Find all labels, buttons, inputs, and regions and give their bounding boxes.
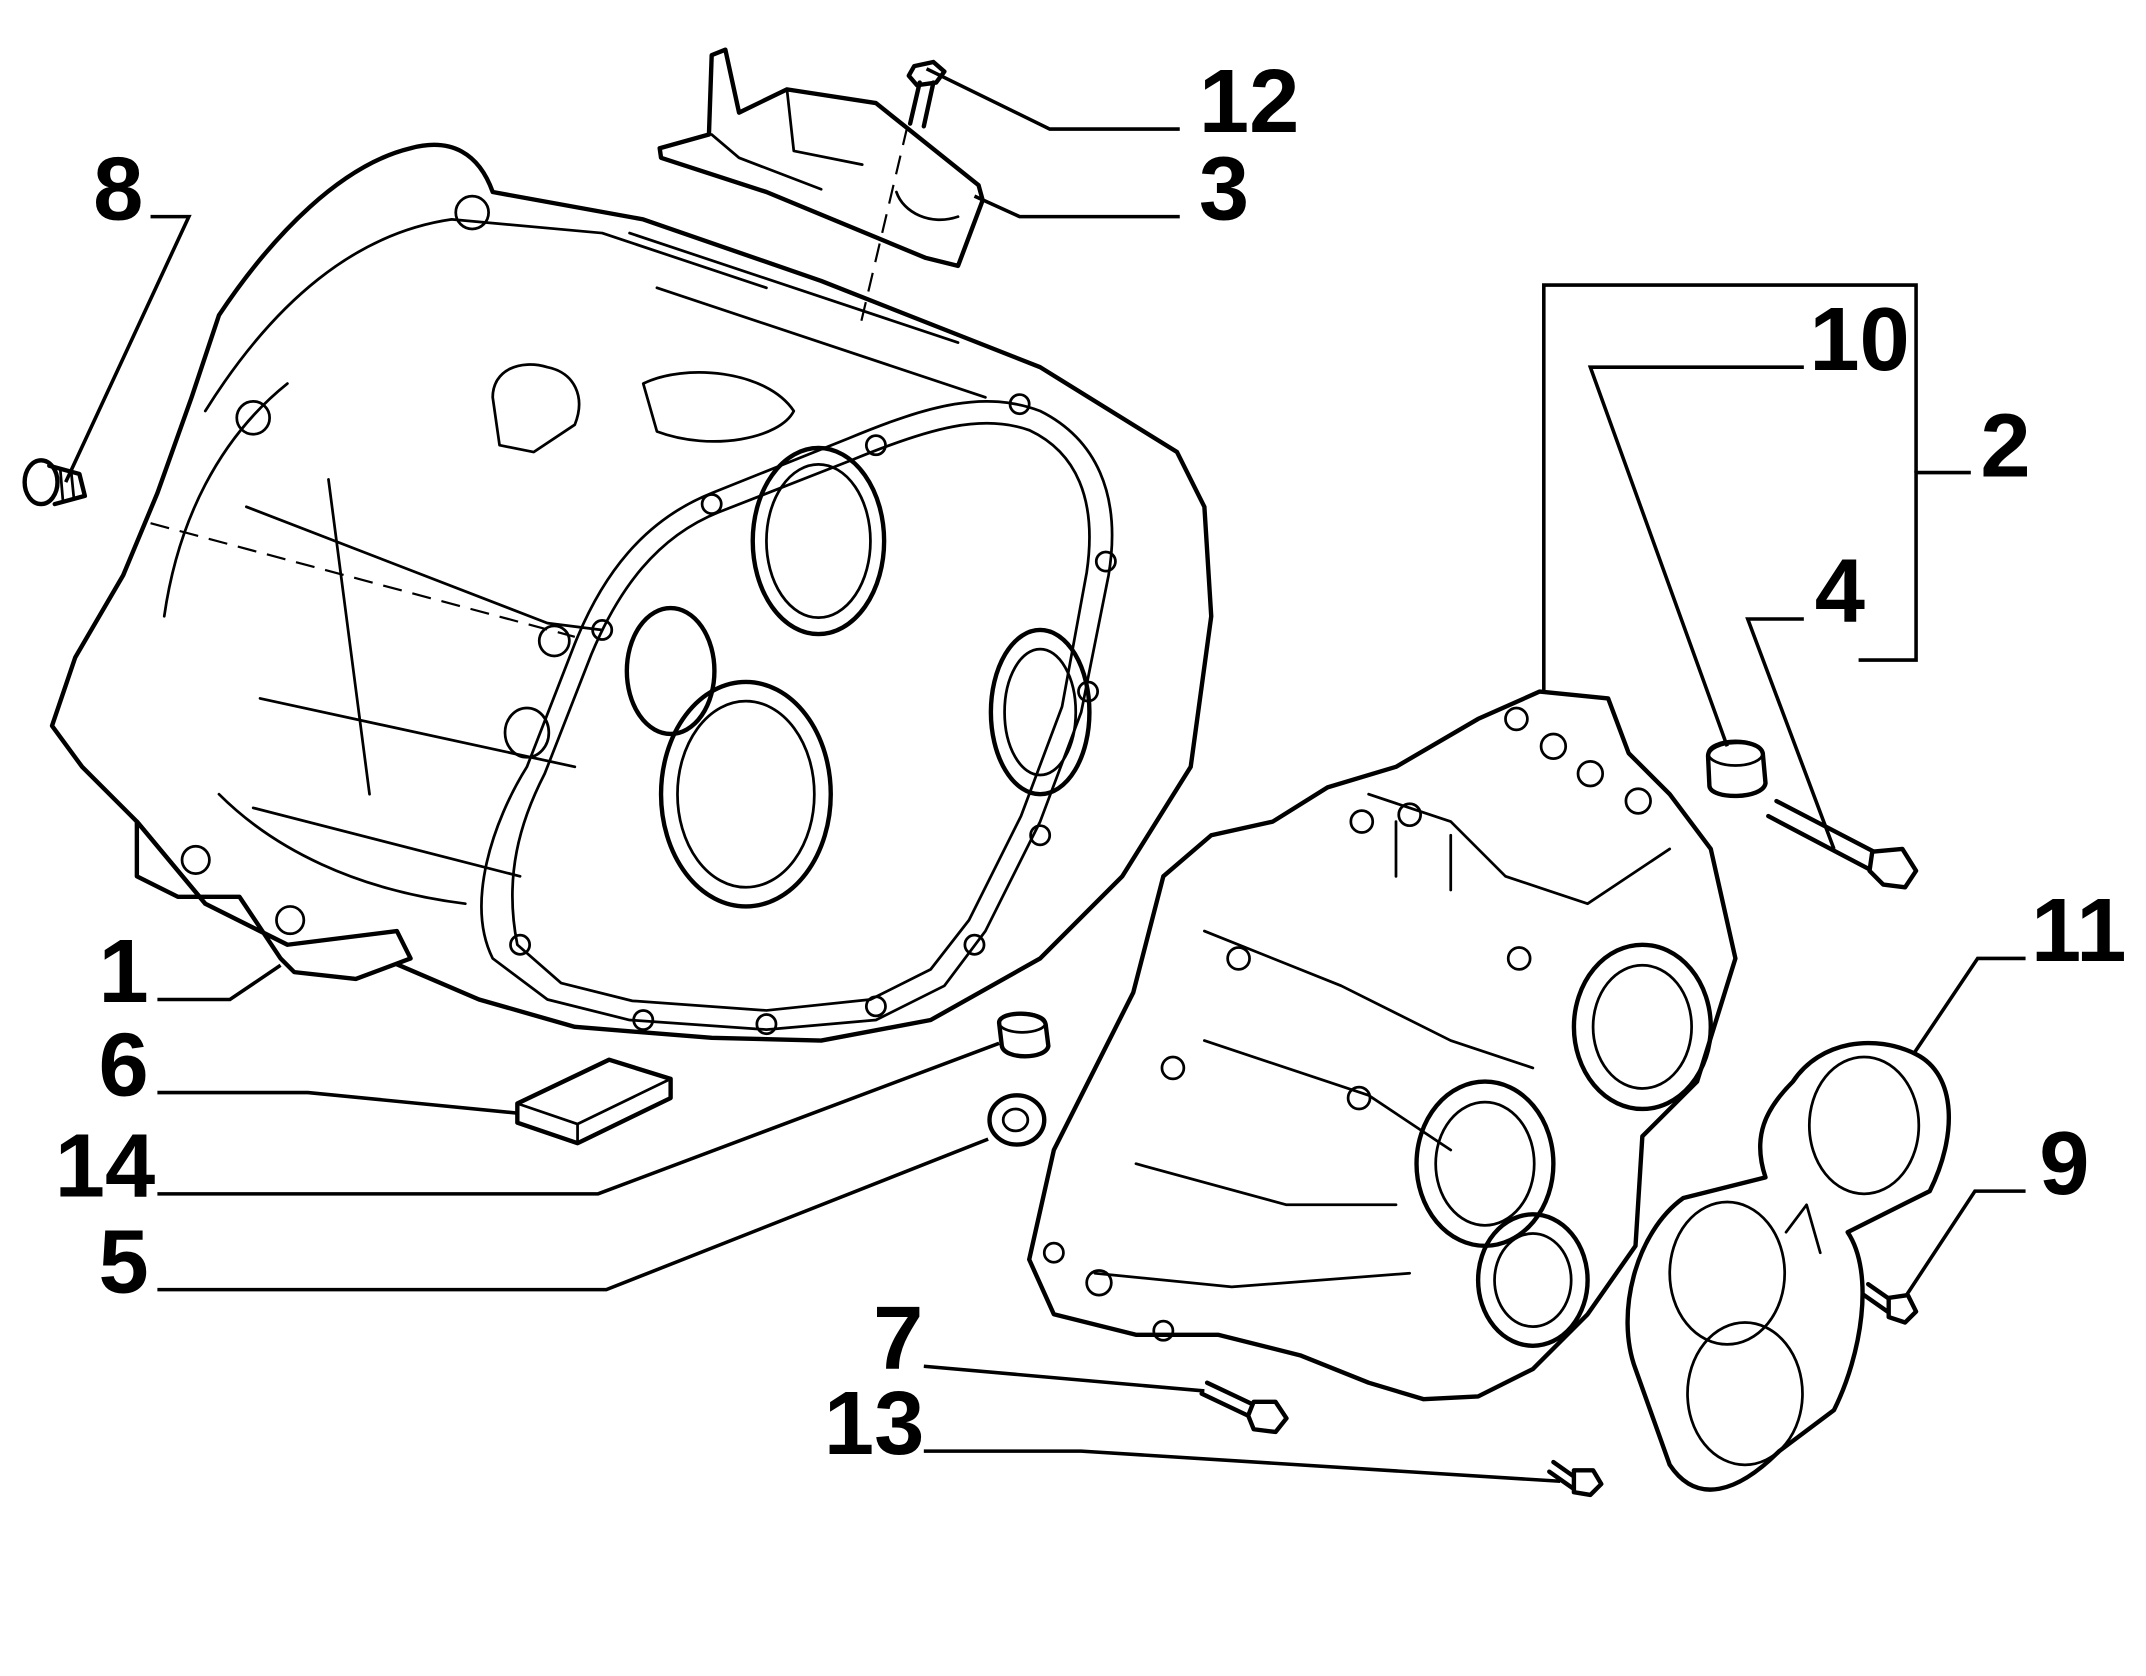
leader-1 xyxy=(157,963,282,1002)
gearbox-housing xyxy=(49,142,1214,1043)
callout-2: 2 xyxy=(1980,396,2030,497)
cover-screw xyxy=(1547,1459,1604,1498)
leader-8 xyxy=(64,214,192,483)
leader-3 xyxy=(973,194,1180,219)
leader-2-bottom xyxy=(1858,470,1971,662)
magnet-block xyxy=(515,1057,673,1146)
leader-11 xyxy=(1911,956,2026,1056)
leader-7 xyxy=(923,1364,1205,1393)
leader-lines xyxy=(64,67,2026,1484)
bracket-bolt xyxy=(906,59,947,129)
long-bolt xyxy=(1766,798,1919,890)
callout-labels: 12 3 8 10 2 4 11 1 6 14 9 5 7 13 xyxy=(55,51,2127,1474)
leader-4 xyxy=(1745,617,1836,850)
leader-2-top xyxy=(1542,283,1918,693)
gasket xyxy=(1625,1040,1952,1492)
callout-4: 4 xyxy=(1815,541,1865,642)
cover-bolt xyxy=(1199,1380,1289,1435)
callout-7: 7 xyxy=(873,1288,923,1389)
bushing xyxy=(996,1011,1051,1059)
callout-11: 11 xyxy=(2031,880,2126,981)
callout-12: 12 xyxy=(1199,51,1299,152)
callout-1: 1 xyxy=(99,921,149,1022)
washer xyxy=(987,1093,1047,1147)
gasket-bolt xyxy=(1861,1281,1919,1325)
callout-5: 5 xyxy=(99,1211,149,1312)
drain-plug xyxy=(22,458,88,507)
callout-6: 6 xyxy=(99,1014,149,1115)
sleeve xyxy=(1705,739,1768,799)
rear-cover xyxy=(1027,689,1738,1402)
leader-5 xyxy=(157,1137,989,1292)
callout-13: 13 xyxy=(824,1373,924,1474)
callout-9: 9 xyxy=(2039,1113,2089,1214)
callout-14: 14 xyxy=(55,1116,155,1217)
leader-9 xyxy=(1905,1189,2026,1297)
callout-10: 10 xyxy=(1809,289,1909,390)
callout-8: 8 xyxy=(93,138,143,239)
leader-14 xyxy=(157,1041,1000,1196)
leader-6 xyxy=(157,1090,518,1115)
leader-13 xyxy=(923,1449,1561,1484)
support-bracket xyxy=(657,47,985,269)
callout-3: 3 xyxy=(1199,138,1249,239)
leader-12 xyxy=(925,67,1180,131)
leader-10 xyxy=(1587,365,1804,747)
